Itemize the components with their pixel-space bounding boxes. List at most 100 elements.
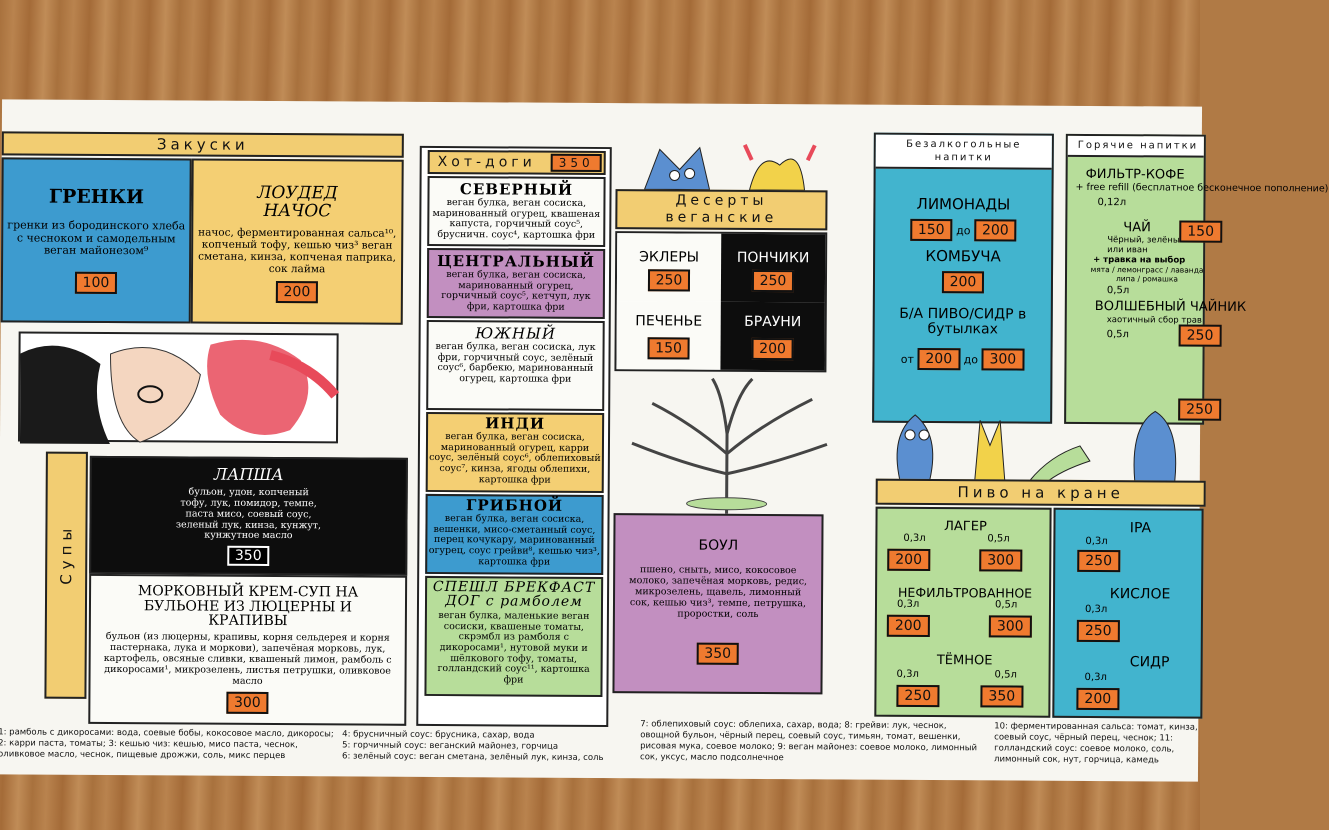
soup-desc: бульон (из люцерны, крапивы, корня сельд… [103,631,392,687]
soup-price: 350 [226,546,270,567]
snack-price: 100 [74,271,118,294]
hotdog-card-central: ЦЕНТРАЛЬНЫЙ веган булка, веган сосиска, … [426,247,606,320]
hotdog-desc: веган булка, маленькие веган сосиски, кв… [437,610,590,686]
draft-header: Пиво на кране [875,478,1206,507]
soft-drinks-panel: Безалкогольные напитки ЛИМОНАДЫ 150 до 2… [872,132,1054,424]
filter-coffee-label: ФИЛЬТР-КОФЕ [1085,166,1185,183]
draft-unfiltered: НЕФИЛЬТРОВАННОЕ 0,3л 0,5л 200 300 [877,585,1053,638]
hot-drinks-panel: Горячие напитки ФИЛЬТР-КОФЕ + free refil… [1064,133,1328,425]
tea-desc: Чёрный, зелёный или иван [1107,235,1186,256]
bowl-price: 350 [696,642,740,665]
hotdog-name: СПЕШЛ БРЕКФАСТ ДОГ с рамболем [432,578,596,610]
snack-desc: гренки из бородинского хлеба с чесноком … [7,218,186,258]
draft-price-small: 250 [896,684,940,708]
tea-plus: + травка на выбор [1093,255,1186,266]
draft-price-large: 300 [988,615,1032,638]
bottled-to-label: до [963,353,979,367]
desserts-grid: ЭКЛЕРЫ 250 ПОНЧИКИ 250 ПЕЧЕНЬЕ 150 БРАУН… [614,231,828,373]
draft-name: КИСЛОЕ [1109,586,1171,603]
draft-name: СИДР [1129,654,1170,671]
snack-card-nachos: ЛОУДЕД НАЧОС начос, ферментированная сал… [190,158,404,325]
draft-volume-small: 0,3л [1085,535,1108,548]
tree-doodle [631,377,828,514]
draft-volume-small: 0,3л [896,668,919,680]
tea-volume: 0,5л [1106,285,1130,297]
hotdog-card-breakfast: СПЕШЛ БРЕКФАСТ ДОГ с рамболем веган булк… [424,575,604,698]
snack-desc: начос, ферментированная сальса¹⁰, копчен… [198,226,397,276]
dessert-name: БРАУНИ [744,313,802,331]
hot-drinks-header: Горячие напитки [1067,135,1204,158]
snack-card-grenki: ГРЕНКИ гренки из бородинского хлеба с че… [0,157,192,324]
dessert-brownie: БРАУНИ 200 [720,301,825,371]
filter-coffee-price: 150 [1179,220,1223,243]
kombucha-price: 200 [941,271,985,294]
lemonades-label: ЛИМОНАДЫ [916,194,1011,214]
hotdog-desc: веган булка, веган сосиска, маринованный… [429,431,601,486]
draft-price-small: 200 [886,614,930,638]
draft-lager: ЛАГЕР 0,3л 0,5л 200 300 [877,519,1053,572]
bottled-price-from: 200 [917,347,961,370]
soups-title: Супы [57,523,76,585]
bottled-from-label: от [900,352,914,366]
draft-price-large: 300 [979,549,1023,572]
dessert-name: ЭКЛЕРЫ [639,249,700,266]
snack-name: ГРЕНКИ [48,185,145,209]
tea-price: 250 [1178,324,1222,347]
dessert-price: 200 [751,337,794,361]
soft-drinks-header: Безалкогольные напитки [875,134,1052,170]
draft-price-small: 250 [1076,619,1120,643]
hotdog-desc: веган булка, веган сосиска, лук фри, гор… [435,340,596,385]
tea-herbs: мята / лемонграсс / лаванда липа / ромаш… [1090,265,1204,284]
draft-name: ТЁМНОЕ [936,653,993,669]
bottled-price-to: 300 [981,348,1025,371]
soups-header: Супы [44,451,88,699]
lemonades-price-to: 200 [973,219,1017,242]
dessert-donuts: ПОНЧИКИ 250 [720,233,826,303]
bowl-card: БОУЛ пшено, сныть, мисо, кокосовое молок… [612,513,824,695]
snacks-header: Закуски [1,131,404,158]
comic-illustration [17,331,340,445]
hotdog-card-north: СЕВЕРНЫЙ веган булка, веган сосиска, мар… [427,175,606,248]
filter-coffee-volume: 0,12л [1097,197,1127,209]
soup-desc: бульон, удон, копченый тофу, лук, помидо… [175,486,322,542]
hotdog-card-indie: ИНДИ веган булка, веган сосиска, маринов… [425,411,605,494]
hotdogs-header: Хот-доги 350 [427,149,606,176]
footnote-col-3: 7: облепиховый соус: облепиха, сахар, во… [640,719,978,764]
kombucha-label: КОМБУЧА [925,246,1001,266]
hotdog-desc: веган булка, веган сосиска, вешенки, мис… [428,513,600,568]
dessert-name: ПОНЧИКИ [736,249,810,267]
draft-volume-large: 0,5л [994,599,1018,611]
magic-kettle-label: ВОЛШЕБНЫЙ ЧАЙНИК [1094,299,1247,316]
draft-name: IPA [1129,520,1152,537]
hotdog-card-south: ЮЖНЫЙ веган булка, веган сосиска, лук фр… [426,319,605,412]
footnote-col-4: 10: ферментированная сальса: томат, кинз… [994,721,1198,766]
dessert-price: 250 [751,269,795,293]
lemonades-price-from: 150 [909,218,953,242]
dessert-cookies: ПЕЧЕНЬЕ 150 [616,301,721,370]
snack-price: 200 [275,280,319,304]
bowl-desc: пшено, сныть, мисо, кокосовое молоко, за… [629,564,808,620]
draft-volume-large: 0,5л [987,533,1010,545]
draft-price-small: 200 [887,548,931,572]
dessert-price: 250 [647,269,691,292]
menu-sheet: Закуски ГРЕНКИ гренки из бородинского хл… [0,99,1328,782]
draft-dark: ТЁМНОЕ 0,3л 0,5л 250 350 [877,653,1053,708]
lemonades-to-label: до [956,224,971,238]
draft-price-small: 200 [1076,687,1120,711]
draft-sour: КИСЛОЕ 0,3л 250 [1055,586,1205,643]
dessert-name: ПЕЧЕНЬЕ [635,313,703,330]
hotdog-desc: веган булка, веган сосиска, маринованный… [441,269,591,313]
footnote-6: 6: зелёный соус: веган сметана, зелёный … [342,751,604,764]
hotdog-desc: веган булка, веган сосиска, маринованный… [432,197,601,241]
hotdogs-title: Хот-доги [437,154,536,171]
draft-cider: СИДР 0,3л 200 [1055,654,1205,711]
hotdogs-price: 350 [550,153,602,173]
draft-volume-small: 0,3л [1084,603,1108,616]
draft-volume-large: 0,5л [994,669,1017,681]
snack-name: ЛОУДЕД НАЧОС [257,182,338,222]
monster-doodles [643,144,817,191]
draft-panel-left: ЛАГЕР 0,3л 0,5л 200 300 НЕФИЛЬТРОВАННОЕ … [874,506,1053,718]
bowl-name: БОУЛ [698,537,739,554]
hotdog-card-mushroom: ГРИБНОЙ веган булка, веган сосиска, веше… [425,493,604,576]
draft-panel-right: IPA 0,3л 250 КИСЛОЕ 0,3л 250 СИДР 0,3л 2… [1052,507,1205,719]
